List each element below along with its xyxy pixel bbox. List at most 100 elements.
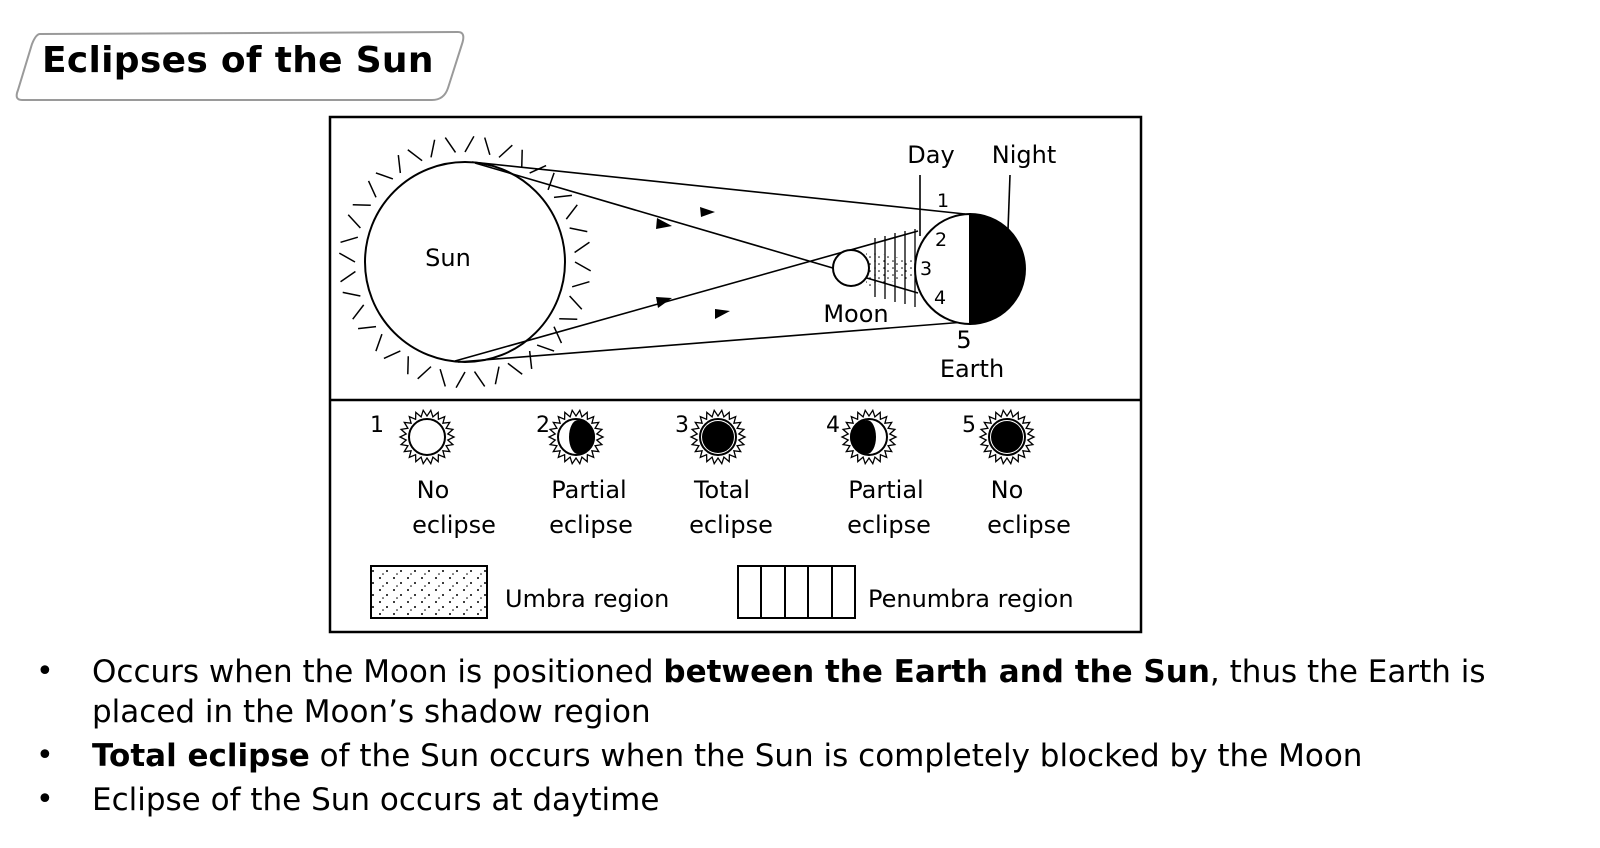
ray-top-outer [471,161,966,215]
earth-night-side [969,212,1026,326]
phase-2-number: 2 [536,413,550,438]
arrow-2 [656,218,672,229]
note-1-bold: between the Earth and the Sun [663,654,1210,690]
ray-bottom-outer [457,321,966,363]
moon-disc [991,421,1023,453]
arrow-1 [700,207,715,217]
eclipse-phases: 1 2 3 4 5 [370,408,1036,466]
corona-dash [494,366,500,385]
penumbra-legend-swatch [737,565,856,619]
corona-dash [375,172,394,180]
note-2-rest: of the Sun occurs when the Sun is comple… [309,738,1363,774]
corona-dash [430,139,436,158]
note-2-bold: Total eclipse [92,738,310,774]
corona-dash [407,149,423,162]
note-3: • Eclipse of the Sun occurs at daytime [0,780,1600,820]
phase-1-line1: No [417,476,450,504]
corona-dash [338,252,356,263]
earth-position-2: 2 [935,229,947,251]
earth-label: Earth [940,355,1004,383]
phase-1-icon: 1 [370,408,456,466]
corona-dash [473,371,486,387]
page-title: Eclipses of the Sun [42,40,434,81]
bullet-icon: • [36,654,54,689]
corona-dash [571,280,590,288]
corona-dash [528,350,533,369]
phase-2-icon: 2 [536,408,605,466]
diagram-frame [328,115,1143,634]
corona-dash [569,227,588,233]
moon-disc [702,421,734,453]
corona-dash [574,241,590,254]
earth-position-3: 3 [920,258,932,280]
note-1-text: Occurs when the Moon is positioned [92,654,664,690]
night-label: Night [992,141,1056,169]
phase-3-line2: eclipse [689,511,773,539]
corona-dash [375,333,383,352]
phase-5-line1: No [991,476,1024,504]
phase-4-line1: Partial [848,476,923,504]
phase-4-line2: eclipse [847,511,931,539]
phase-1-line2: eclipse [412,511,496,539]
sun-disc [408,418,446,456]
corona-dash [444,137,457,153]
corona-dash [553,326,563,344]
earth-position-5: 5 [956,326,971,354]
corona-dash [483,137,491,156]
earth-position-4: 4 [934,287,946,309]
corona-dash [417,366,432,380]
note-3-text: Eclipse of the Sun occurs at daytime [92,782,660,818]
corona-dash [536,344,555,352]
corona-dash [358,325,377,330]
corona-dash [547,172,555,191]
corona-dash [464,135,475,153]
corona-dash [574,261,592,272]
phase-3-number: 3 [675,413,689,438]
moon [832,249,870,287]
sun-corona [338,135,592,389]
phase-4-icon: 4 [826,408,898,466]
note-1: • Occurs when the Moon is positioned betw… [0,652,1600,732]
moon-disc [850,420,876,454]
bullet-icon: • [36,738,54,773]
corona-dash [498,144,513,158]
corona-dash [439,368,447,387]
arrow-3 [656,297,672,308]
penumbra-legend-label: Penumbra region [868,585,1074,613]
corona-dash [397,155,402,174]
phase-3-icon: 3 [675,408,747,466]
sun-label: Sun [425,244,471,272]
title-banner-frame [15,30,465,101]
moon-disc [569,420,595,454]
corona-dash [340,236,359,244]
note-2: • Total eclipse of the Sun occurs when th… [0,736,1600,776]
umbra-legend-swatch [370,565,488,619]
corona-dash [340,270,356,283]
bullet-icon: • [36,782,54,817]
day-label: Day [907,141,954,169]
phase-4-number: 4 [826,413,840,438]
notes-list: • Occurs when the Moon is positioned betw… [0,652,1600,820]
note-1-rest: , thus the Earth is placed in the Moon’s… [92,654,1486,730]
corona-dash [455,371,466,389]
eclipse-diagram: Sun Moon Day Night 1 2 3 4 5 Earth 1 2 3 4 5… [328,115,1143,634]
moon-label: Moon [823,300,888,328]
corona-dash [347,214,361,229]
corona-dash [342,291,361,297]
corona-dash [507,362,523,375]
corona-dash [553,194,572,199]
phase-2-line2: eclipse [549,511,633,539]
corona-dash [383,350,401,360]
arrow-4 [715,309,730,319]
phase-5-line2: eclipse [987,511,1071,539]
umbra-legend-label: Umbra region [505,585,669,613]
phase-2-line1: Partial [551,476,626,504]
umbra-cone [866,251,920,287]
corona-dash [565,204,578,220]
earth-day-side [914,212,971,326]
ray-arrows [656,207,730,319]
phase-5-number: 5 [962,413,976,438]
title-banner: Eclipses of the Sun [0,0,480,110]
phase-3-line1: Total [693,476,750,504]
phase-1-number: 1 [370,413,384,438]
